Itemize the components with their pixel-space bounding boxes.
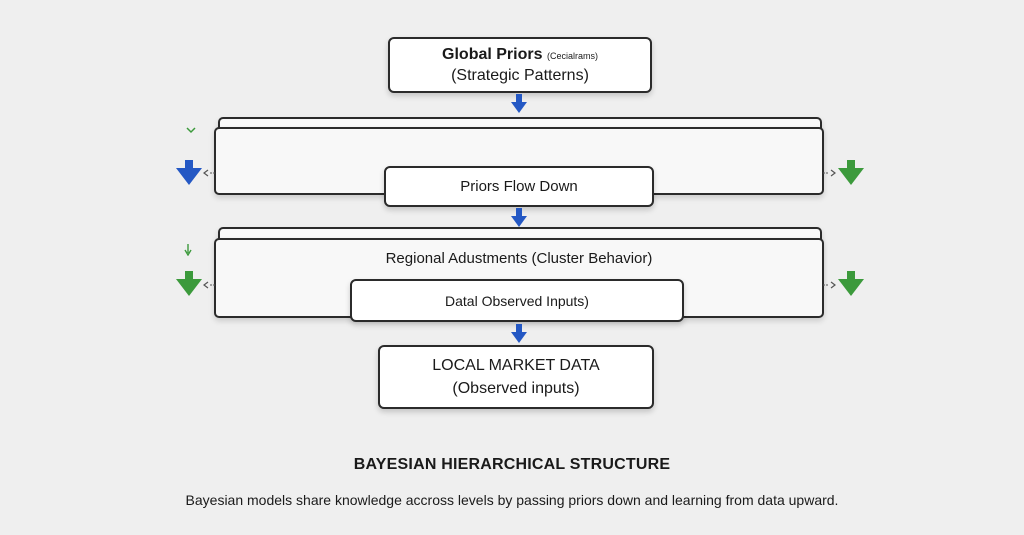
global-priors-box: Global Priors (Cecialrams) (Strategic Pa… xyxy=(388,37,652,93)
observed-inputs-box: Datal Observed Inputs) xyxy=(350,279,684,322)
observed-inputs-label: Datal Observed Inputs) xyxy=(445,292,589,309)
small-check-icon xyxy=(186,127,196,134)
diagram-heading: BAYESIAN HIERARCHICAL STRUCTURE xyxy=(353,456,671,473)
diagram-description: Bayesian models share knowledge accross … xyxy=(185,492,839,508)
global-priors-subtitle: (Strategic Patterns) xyxy=(451,66,589,84)
priors-flow-down-label: Priors Flow Down xyxy=(460,178,578,195)
small-down-arrow-icon xyxy=(184,244,192,256)
priors-flow-down-box: Priors Flow Down xyxy=(384,166,654,207)
right-connector-icon xyxy=(823,169,836,177)
local-market-data-title: LOCAL MARKET DATA xyxy=(432,356,600,374)
local-market-data-box: LOCAL MARKET DATA (Observed inputs) xyxy=(378,345,654,409)
global-priors-title: Global Priors xyxy=(442,45,543,63)
global-priors-note: (Cecialrams) xyxy=(546,50,598,61)
green-down-arrow-icon xyxy=(838,160,864,185)
down-arrow-icon xyxy=(511,208,527,227)
blue-down-arrow-icon xyxy=(176,160,202,185)
left-connector-icon xyxy=(203,169,216,177)
right-connector-icon xyxy=(823,281,836,289)
green-down-arrow-icon xyxy=(838,271,864,296)
regional-adjustments-label: Regional Adustments (Cluster Behavior) xyxy=(385,249,653,267)
down-arrow-icon xyxy=(511,94,527,113)
regional-adjustments-label-wrap: Regional Adustments (Cluster Behavior) xyxy=(214,247,824,269)
down-arrow-icon xyxy=(511,324,527,343)
green-down-arrow-icon xyxy=(176,271,202,296)
local-market-data-subtitle: (Observed inputs) xyxy=(452,379,580,397)
left-connector-icon xyxy=(203,281,216,289)
